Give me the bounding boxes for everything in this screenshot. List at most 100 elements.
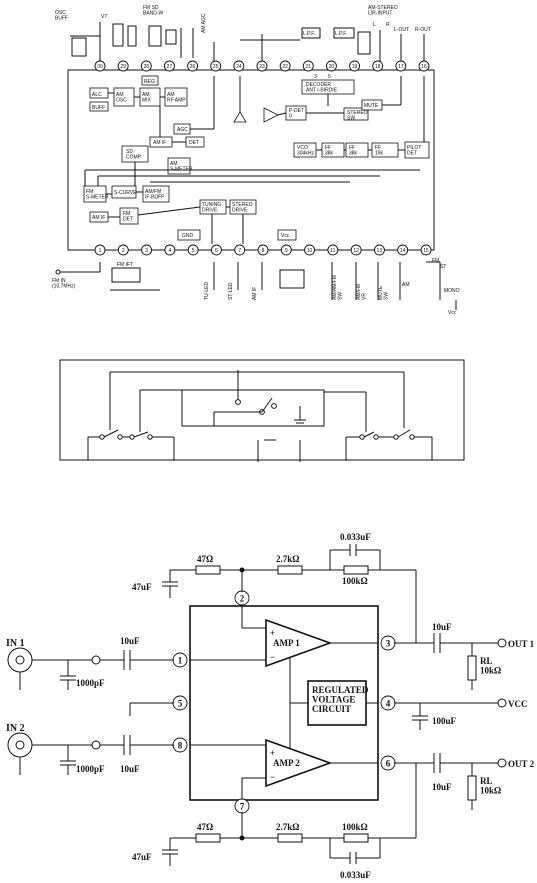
svg-text:+: + xyxy=(270,628,275,638)
st-led-label: ST-LED xyxy=(228,282,234,300)
ic-pin-number: 20 xyxy=(329,64,335,70)
fm-ift-label: FM IFT xyxy=(117,262,133,268)
n5-text: 5 xyxy=(328,74,331,80)
r47-bot-label: 47Ω xyxy=(197,822,213,832)
gnd-block xyxy=(177,229,201,241)
pilot-amp-triangle xyxy=(263,107,279,123)
switch-frame xyxy=(59,359,465,461)
ic-pin xyxy=(187,60,199,72)
ic-pin-number: 30 xyxy=(97,64,103,70)
ic-pin-number: 11 xyxy=(330,248,335,254)
amp1-label: AMP 1 xyxy=(273,638,300,648)
ic-pin xyxy=(210,244,222,256)
r27k-top-label: 2.7kΩ xyxy=(276,554,299,564)
ic-pin xyxy=(140,60,152,72)
ic-pin xyxy=(327,244,339,256)
r-label: R xyxy=(386,22,390,28)
in1-label: IN 1 xyxy=(6,638,25,649)
reg-block xyxy=(141,75,159,86)
c-out2-label: 10uF xyxy=(432,782,452,792)
ic-pin xyxy=(350,244,362,256)
vt-label: VT xyxy=(101,14,107,20)
ic-pin-number: 17 xyxy=(398,64,404,70)
am-agc-label: AM AGC xyxy=(201,13,207,33)
ic-pin-number: 21 xyxy=(306,64,312,70)
switch-diagram xyxy=(59,359,465,462)
ic-pin-number: 5 xyxy=(192,248,195,254)
ic-pin-number: 6 xyxy=(215,248,218,254)
ic-pin-number: 12 xyxy=(353,248,359,254)
ic-pin-number: 7 xyxy=(238,248,241,254)
ic-pin-number: 29 xyxy=(120,64,126,70)
c-out1-label: 10uF xyxy=(432,622,452,632)
ic-pin xyxy=(94,244,106,256)
ic-pin-number: 16 xyxy=(421,64,427,70)
c0033-top-label: 0.033uF xyxy=(340,532,371,542)
vcc-label: VCC xyxy=(508,699,528,709)
amp2-label: AMP 2 xyxy=(273,758,300,768)
c-in2-label: 10uF xyxy=(120,764,140,774)
ic-pin-number: 4 xyxy=(168,248,171,254)
am-fm-sw-label: AM/AM/FMSW xyxy=(332,275,343,300)
lpf2-label: L.P.F. xyxy=(335,31,347,37)
ic-pin xyxy=(395,60,407,72)
l-out-label: L-OUT xyxy=(394,27,409,33)
ic-pin xyxy=(325,60,337,72)
ic-pin-number: 28 xyxy=(144,64,150,70)
ic-pin xyxy=(302,60,314,72)
ic-pin-number: 9 xyxy=(285,248,288,254)
mute-text: MUTE xyxy=(364,103,379,109)
ic-pin-number: 27 xyxy=(167,64,173,70)
ic-pin xyxy=(280,244,292,256)
mono-label: MONO xyxy=(444,288,460,294)
ic-pin xyxy=(233,60,245,72)
amp-pin-number: 1 xyxy=(178,656,183,666)
l-label: L xyxy=(373,22,376,28)
am-fm-if-buff-block xyxy=(142,185,170,203)
lpf1-label: L.P.F. xyxy=(303,31,315,37)
r-out-label: R-OUT xyxy=(415,27,431,33)
r100k-bot-label: 100kΩ xyxy=(342,822,368,832)
c47-top-label: 47uF xyxy=(132,582,152,592)
amp2-triangle xyxy=(265,738,333,788)
am-if-bottom-text: AM IF xyxy=(92,215,105,221)
c-in1-label: 10uF xyxy=(120,636,140,646)
ic-pin xyxy=(373,244,385,256)
ic-pin-number: 18 xyxy=(375,64,381,70)
svg-text:+: + xyxy=(270,748,275,758)
ic-pin-number: 8 xyxy=(262,248,265,254)
det-text: DET xyxy=(189,140,199,146)
c-vcc-label: 100uF xyxy=(432,716,457,726)
agc-amp-triangle xyxy=(233,111,247,123)
n3-text: 3 xyxy=(314,74,317,80)
svg-text:−: − xyxy=(270,772,275,782)
ic-pin xyxy=(349,60,361,72)
ic-outline xyxy=(67,69,435,251)
ic-pin xyxy=(420,244,432,256)
buff-text: BUFF xyxy=(92,105,105,111)
buff-block xyxy=(89,101,109,112)
ic-pin xyxy=(141,244,153,256)
ic-pin xyxy=(304,244,316,256)
ic-pin xyxy=(164,244,176,256)
s-curve-text: S-CURVE xyxy=(114,190,137,196)
ic-pin xyxy=(372,60,384,72)
amp-pin-number: 6 xyxy=(386,759,391,769)
ic-pin-number: 26 xyxy=(190,64,196,70)
st-label: ST xyxy=(440,264,446,270)
c-1000-1-label: 1000pF xyxy=(76,678,105,688)
